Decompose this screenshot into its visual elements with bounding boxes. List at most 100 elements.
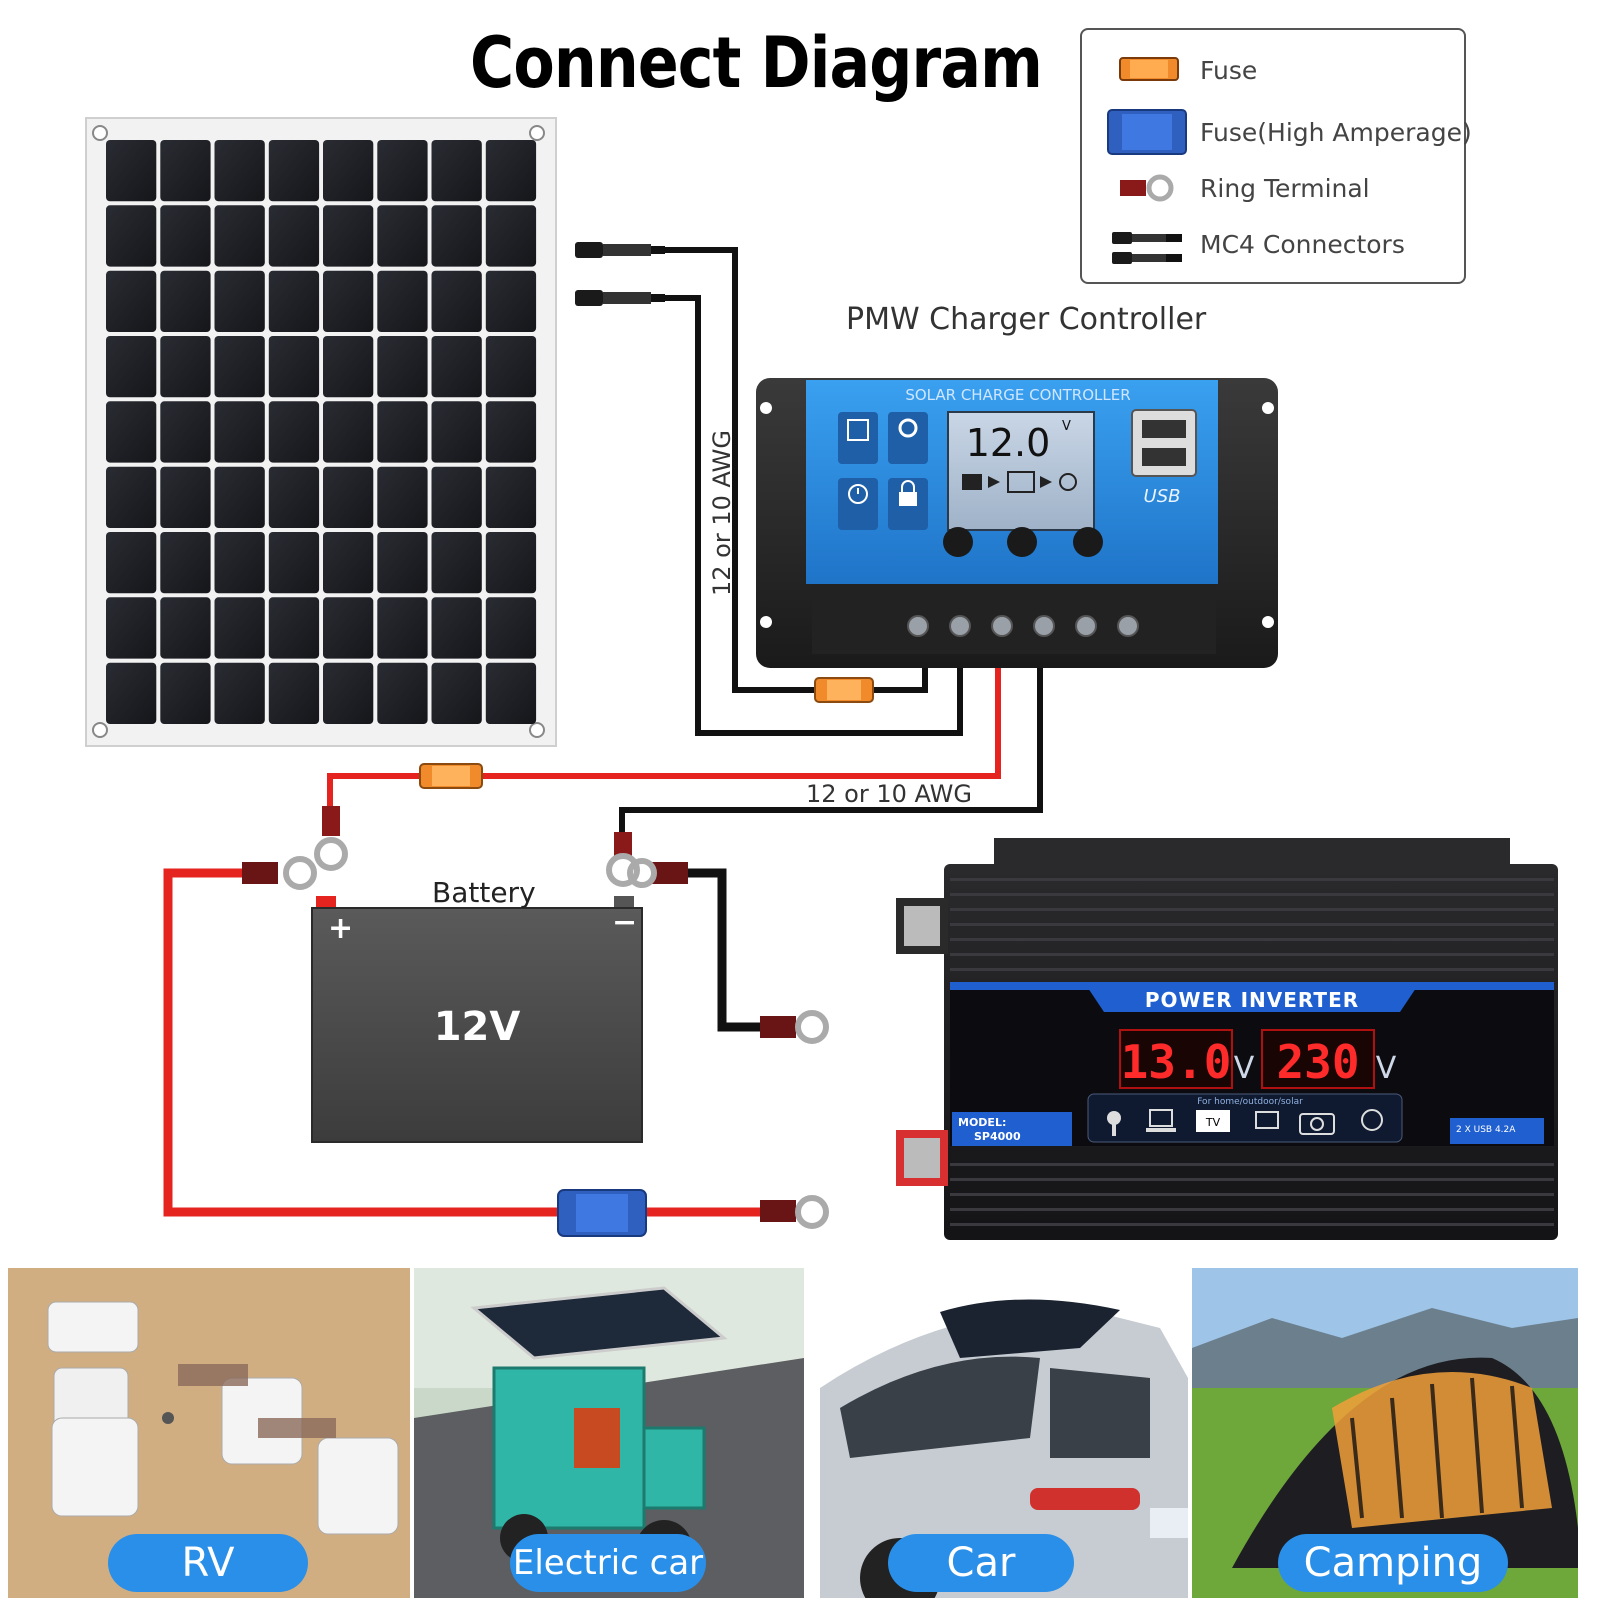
solar-cell [268, 140, 320, 202]
solar-cell [160, 140, 211, 202]
inverter-usage-note: For home/outdoor/solar [1197, 1097, 1303, 1107]
solar-cell [485, 140, 537, 202]
solar-cell [268, 205, 320, 267]
inverter-fin [950, 1223, 1554, 1226]
solar-cell [214, 466, 265, 528]
solar-cell [106, 270, 157, 332]
solar-cell [106, 532, 157, 594]
solar-cell [268, 597, 320, 659]
solar-cell [160, 466, 211, 528]
set-voltage-gear-icon [888, 412, 928, 464]
controller-button-down[interactable] [1073, 527, 1103, 557]
solar-cell [377, 662, 428, 724]
solar-cell [160, 205, 211, 267]
solar-cell [431, 205, 482, 267]
inverter-usb-note: 2 X USB 4.2A [1456, 1125, 1516, 1135]
build-in-timer-clock-icon [838, 478, 878, 530]
inverter-output-unit: V [1376, 1051, 1397, 1086]
battery-voltage: 12V [434, 1004, 521, 1050]
solar-cell [214, 270, 265, 332]
controller-terminal-screw [1033, 615, 1055, 637]
panel-wires [663, 247, 963, 736]
solar-cell [214, 532, 265, 594]
solar-cell [485, 401, 537, 463]
solar-cell [323, 270, 374, 332]
battery-negative-sign: − [612, 905, 637, 940]
camera-icon [1299, 1113, 1335, 1135]
laptop-icon [1146, 1109, 1176, 1132]
solar-cell [268, 532, 320, 594]
controller-terminal-screw [1117, 615, 1139, 637]
controller-terminal-screw [1075, 615, 1097, 637]
solar-cell [160, 532, 211, 594]
panel-mount-hole [92, 722, 108, 738]
legend-label: Ring Terminal [1200, 174, 1370, 203]
solar-cell [323, 597, 374, 659]
inverter-model-label: MODEL: [958, 1116, 1006, 1129]
battery: + − 12V [311, 896, 643, 1143]
solar-cell [485, 532, 537, 594]
inverter-model: SP4000 [974, 1130, 1021, 1143]
solar-cell [106, 140, 157, 202]
legend-item-ring-terminal: Ring Terminal [1082, 168, 1464, 208]
controller-terminal-screw [991, 615, 1013, 637]
inverter-input-display [1119, 1029, 1233, 1089]
solar-cell [323, 532, 374, 594]
controller-button-up[interactable] [1007, 527, 1037, 557]
car-scene-illustration [820, 1268, 1188, 1598]
solar-cell [323, 140, 374, 202]
panel-fuse [814, 677, 874, 703]
usecase-tile-rv: RV [8, 1268, 410, 1598]
controller-panel-title: SOLAR CHARGE CONTROLLER [905, 386, 1130, 404]
inverter-fin [950, 893, 1554, 896]
panel-mount-hole [529, 125, 545, 141]
solar-cell [268, 466, 320, 528]
solar-cell [431, 597, 482, 659]
wire-gauge-label-vertical: 12 or 10 AWG [708, 430, 736, 596]
solar-cell [431, 401, 482, 463]
battery-wires [327, 660, 1043, 836]
solar-cell [485, 336, 537, 398]
solar-cell [268, 336, 320, 398]
solar-cell [377, 401, 428, 463]
solar-cell [214, 401, 265, 463]
usecase-label-rv: RV [108, 1534, 308, 1592]
solar-cell [106, 401, 157, 463]
solar-cell [431, 662, 482, 724]
solar-cell [377, 532, 428, 594]
solar-cell [106, 205, 157, 267]
solar-cell [485, 662, 537, 724]
ring-terminal-icon [1120, 174, 1174, 202]
solar-cell [485, 205, 537, 267]
mc4-connector-pair [575, 242, 665, 306]
inverter-cooling-fins [950, 878, 1554, 1226]
controller-button-left[interactable] [943, 527, 973, 557]
inverter-fin [950, 923, 1554, 926]
solar-cell [485, 597, 537, 659]
high-amperage-fuse-icon [1107, 109, 1187, 155]
controller-display-value: 12.0 [966, 421, 1051, 465]
inverter-fin [950, 878, 1554, 881]
solar-cell [377, 466, 428, 528]
solar-cell [323, 401, 374, 463]
solar-cell [485, 466, 537, 528]
inverter-fin [950, 1193, 1554, 1196]
panel-mount-hole [529, 722, 545, 738]
legend-label: Fuse [1200, 56, 1258, 85]
solar-cell [431, 466, 482, 528]
legend-item-mc4-connectors: MC4 Connectors [1082, 224, 1464, 264]
mc4-connectors-icon [1112, 232, 1182, 264]
solar-cell [485, 270, 537, 332]
usecase-label-car: Car [888, 1534, 1074, 1592]
controller-display-unit: V [1062, 419, 1071, 434]
controller-terminal-screw [907, 615, 929, 637]
page-title: Connect Diagram [470, 22, 1043, 104]
inverter-fin [950, 908, 1554, 911]
inverter-fin [950, 953, 1554, 956]
solar-cell [160, 336, 211, 398]
solar-cell [268, 401, 320, 463]
inverter-output-display [1261, 1029, 1375, 1089]
controller-terminal-screw [949, 615, 971, 637]
panel-mount-hole [92, 125, 108, 141]
